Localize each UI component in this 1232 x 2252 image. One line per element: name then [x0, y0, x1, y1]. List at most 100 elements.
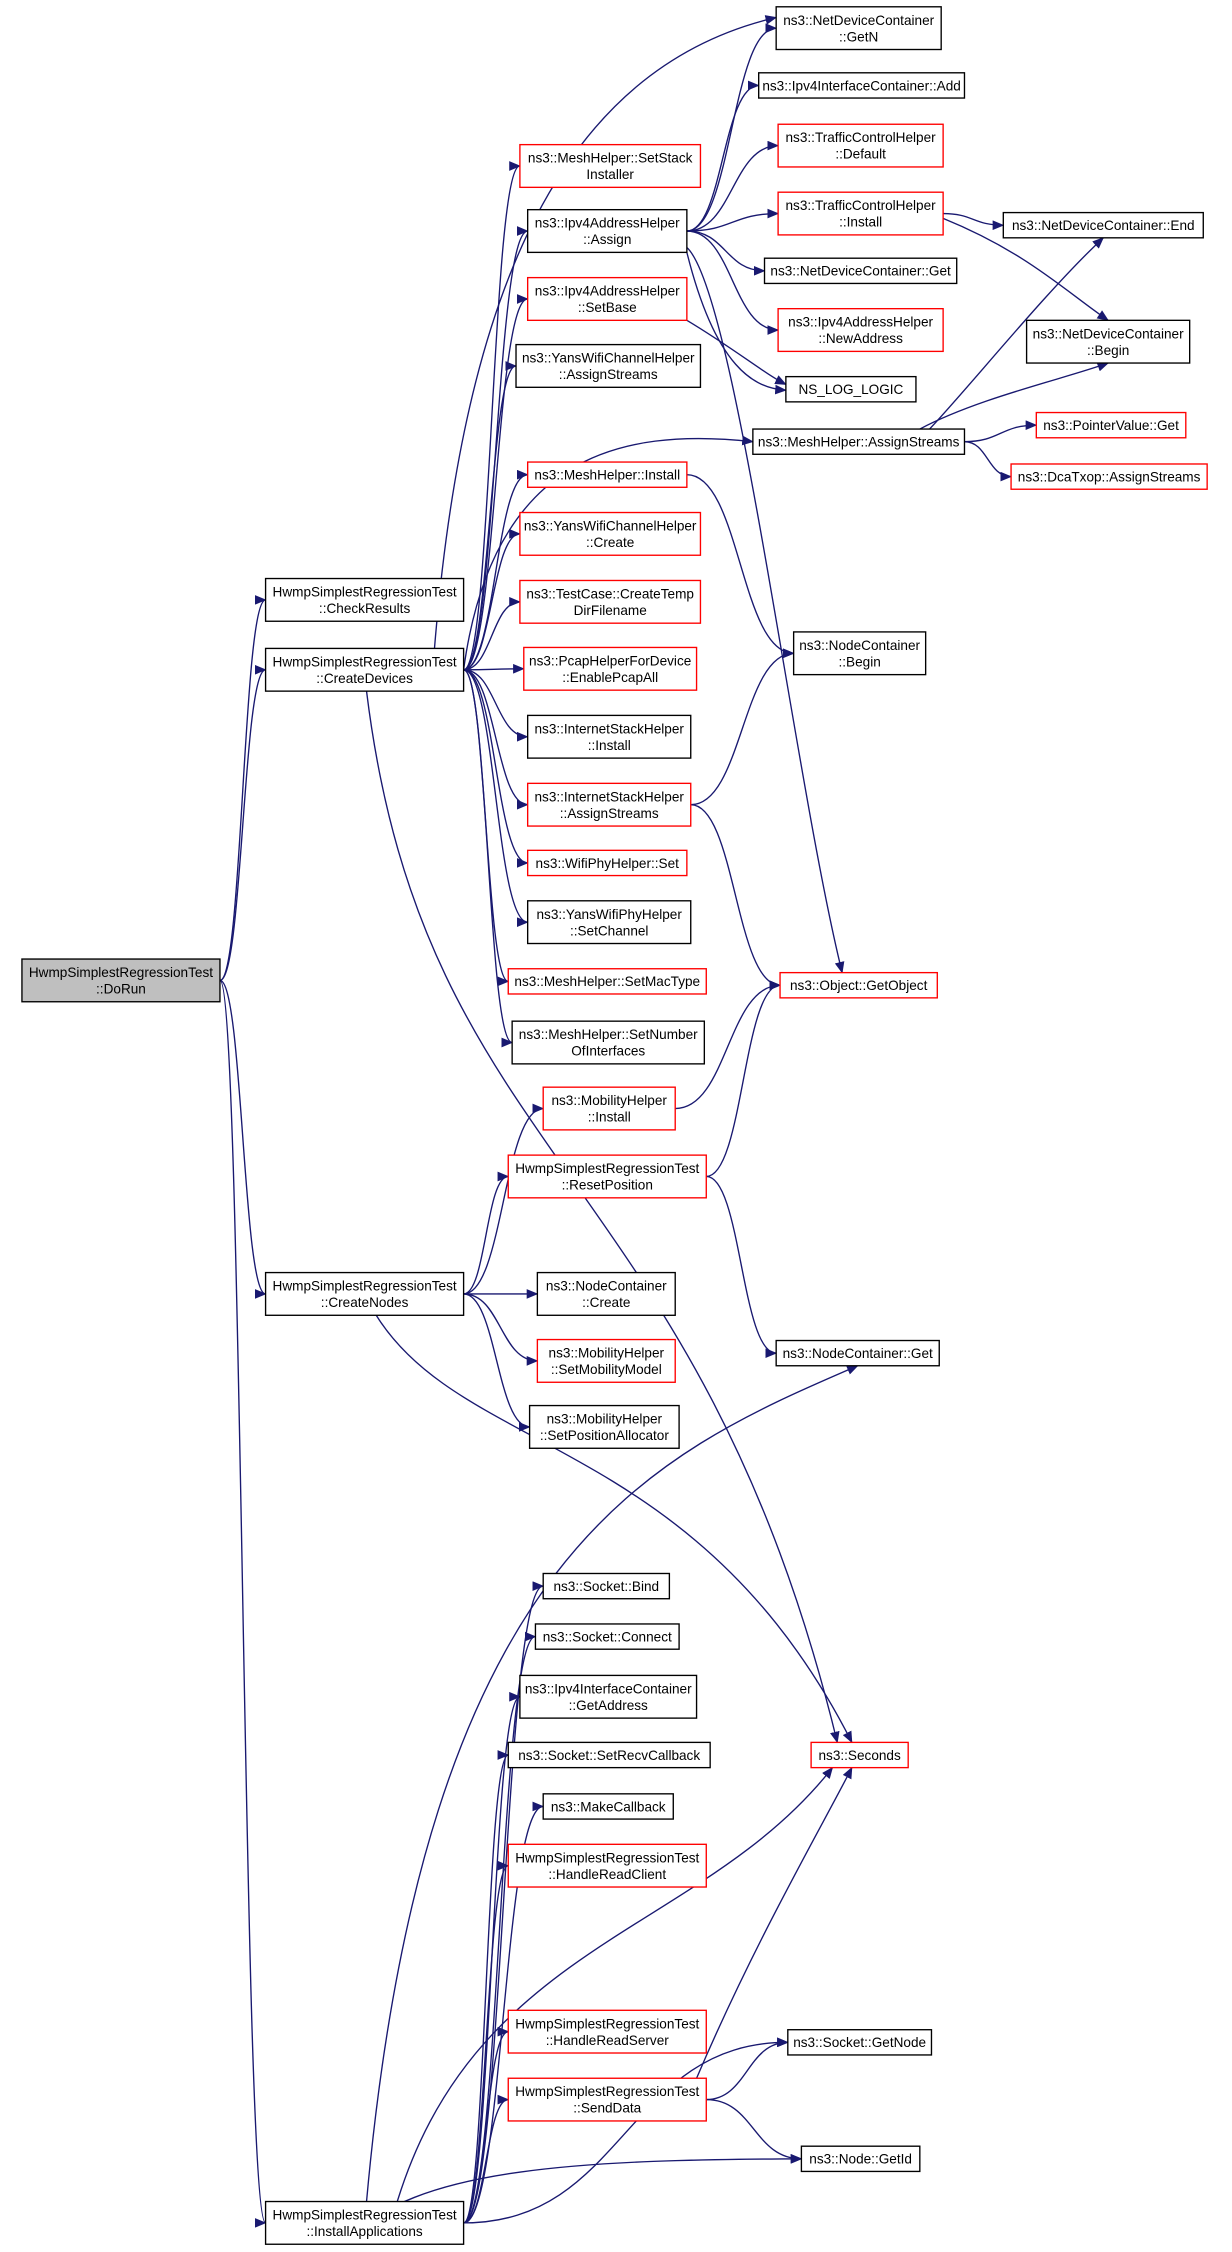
node-ncget[interactable]: ns3::NodeContainer::Get — [775, 1339, 940, 1367]
node-getobject[interactable]: ns3::Object::GetObject — [779, 971, 938, 999]
node-label: Installer — [586, 167, 634, 182]
node-resetpos[interactable]: HwmpSimplestRegressionTest::ResetPositio… — [507, 1154, 707, 1199]
node-box — [515, 343, 702, 388]
node-label: ns3::NetDeviceContainer — [783, 13, 934, 28]
node-box — [507, 968, 707, 995]
node-yanschanstreams[interactable]: ns3::YansWifiChannelHelper::AssignStream… — [515, 343, 702, 388]
node-box — [21, 958, 221, 1003]
node-label: ::CheckResults — [319, 601, 411, 616]
node-yansphychan[interactable]: ns3::YansWifiPhyHelper::SetChannel — [526, 900, 692, 945]
node-dorun[interactable]: HwmpSimplestRegressionTest::DoRun — [21, 958, 221, 1003]
node-label: ns3::WifiPhyHelper::Set — [536, 856, 680, 871]
node-seconds[interactable]: ns3::Seconds — [810, 1741, 909, 1769]
node-label: ns3::MeshHelper::SetStack — [528, 151, 693, 166]
node-ipv4icadd[interactable]: ns3::Ipv4InterfaceContainer::Add — [758, 72, 966, 99]
node-box — [542, 1086, 676, 1131]
node-sockrecvcb[interactable]: ns3::Socket::SetRecvCallback — [507, 1741, 711, 1769]
node-ndcgetn[interactable]: ns3::NetDeviceContainer::GetN — [775, 6, 942, 51]
node-label: ::CreateDevices — [316, 671, 413, 686]
node-tchdefault[interactable]: ns3::TrafficControlHelper::Default — [777, 123, 944, 168]
node-box — [526, 461, 688, 488]
node-dcastreams[interactable]: ns3::DcaTxop::AssignStreams — [1010, 463, 1208, 490]
node-newaddr[interactable]: ns3::Ipv4AddressHelper::NewAddress — [777, 307, 944, 353]
node-checkresults[interactable]: HwmpSimplestRegressionTest::CheckResults — [264, 577, 465, 622]
node-sockgetnode[interactable]: ns3::Socket::GetNode — [787, 2029, 933, 2056]
node-box — [526, 900, 692, 945]
node-label: ns3::MeshHelper::SetMacType — [514, 974, 700, 989]
node-label: ::SetChannel — [570, 923, 649, 938]
node-wifiphyset[interactable]: ns3::WifiPhyHelper::Set — [526, 849, 688, 877]
node-ndcend[interactable]: ns3::NetDeviceContainer::End — [1002, 211, 1204, 239]
node-sockbind[interactable]: ns3::Socket::Bind — [542, 1572, 671, 1600]
node-label: ::AssignStreams — [560, 806, 659, 821]
edge-senddata-to-nodegetid — [706, 2098, 803, 2164]
node-sockconnect[interactable]: ns3::Socket::Connect — [534, 1623, 680, 1650]
edge-createnodes-to-resetpos — [463, 1171, 510, 1295]
node-box — [536, 1271, 676, 1316]
node-label: ns3::Seconds — [819, 1748, 901, 1763]
node-createdevices[interactable]: HwmpSimplestRegressionTest::CreateDevice… — [264, 647, 465, 692]
node-meshmactype[interactable]: ns3::MeshHelper::SetMacType — [507, 968, 707, 995]
node-tchinstall[interactable]: ns3::TrafficControlHelper::Install — [777, 191, 944, 236]
edge-createdevices-to-meshinstall — [463, 469, 529, 671]
node-ipv4setbase[interactable]: ns3::Ipv4AddressHelper::SetBase — [526, 276, 688, 322]
node-label: ::DoRun — [96, 982, 146, 997]
edge-installapps-to-seconds — [385, 1766, 834, 2245]
node-label: ::GetAddress — [569, 1698, 648, 1713]
node-label: ns3::NetDeviceContainer::End — [1012, 218, 1195, 233]
node-label: ::Create — [582, 1295, 630, 1310]
node-senddata[interactable]: HwmpSimplestRegressionTest::SendData — [507, 2077, 707, 2122]
node-installapps[interactable]: HwmpSimplestRegressionTest::InstallAppli… — [264, 2200, 465, 2245]
edge-createdevices-to-yanschanstreams — [463, 361, 517, 671]
edge-ipv4assign-to-getobject — [686, 247, 845, 974]
edge-createdevices-to-inetstreams — [463, 669, 529, 810]
node-inetinstall[interactable]: ns3::InternetStackHelper::Install — [526, 714, 692, 759]
node-label: ::GetN — [839, 29, 878, 44]
node-label: ns3::InternetStackHelper — [534, 721, 684, 736]
node-box — [519, 1674, 698, 1719]
node-createnodes[interactable]: HwmpSimplestRegressionTest::CreateNodes — [264, 1271, 465, 1316]
node-pcapall[interactable]: ns3::PcapHelperForDevice::EnablePcapAll — [523, 646, 698, 691]
node-box — [536, 1338, 676, 1383]
node-ncbegin[interactable]: ns3::NodeContainer::Begin — [792, 631, 927, 676]
edge-createnodes-to-mobsetmodel — [463, 1293, 539, 1366]
node-mobsetmodel[interactable]: ns3::MobilityHelper::SetMobilityModel — [536, 1338, 676, 1383]
node-box — [507, 2077, 707, 2122]
node-ndcbegin[interactable]: ns3::NetDeviceContainer::Begin — [1025, 319, 1191, 364]
node-makecb[interactable]: ns3::MakeCallback — [542, 1793, 674, 1820]
node-label: ns3::MobilityHelper — [551, 1093, 667, 1108]
node-label: ::SetMobilityModel — [551, 1362, 662, 1377]
node-ndcget[interactable]: ns3::NetDeviceContainer::Get — [763, 257, 958, 285]
node-nslog[interactable]: NS_LOG_LOGIC — [785, 375, 917, 403]
node-label: ns3::InternetStackHelper — [534, 789, 684, 804]
node-label: ns3::NodeContainer::Get — [783, 1346, 933, 1361]
node-meshstreams[interactable]: ns3::MeshHelper::AssignStreams — [752, 428, 966, 455]
node-label: ::AssignStreams — [559, 367, 658, 382]
edge-createdevices-to-inetinstall — [463, 669, 529, 742]
node-yanschancreate[interactable]: ns3::YansWifiChannelHelper::Create — [519, 511, 702, 556]
node-label: ns3::Ipv4AddressHelper — [535, 284, 680, 299]
node-box — [264, 647, 465, 692]
node-nodegetid[interactable]: ns3::Node::GetId — [800, 2145, 921, 2173]
node-readserver[interactable]: HwmpSimplestRegressionTest::HandleReadSe… — [507, 2009, 707, 2054]
node-ipv4assign[interactable]: ns3::Ipv4AddressHelper::Assign — [526, 208, 688, 254]
node-label: ns3::Socket::Connect — [543, 1629, 672, 1644]
edge-meshstreams-to-ndcbegin — [919, 362, 1110, 430]
call-edges — [219, 15, 1110, 2245]
node-box — [519, 579, 702, 624]
node-ncreate[interactable]: ns3::NodeContainer::Create — [536, 1271, 676, 1316]
node-box — [779, 971, 938, 999]
node-mobinstall[interactable]: ns3::MobilityHelper::Install — [542, 1086, 676, 1131]
node-ipv4icgetaddr[interactable]: ns3::Ipv4InterfaceContainer::GetAddress — [519, 1674, 698, 1719]
edge-installapps-to-readclient — [462, 1860, 510, 2224]
node-inetstreams[interactable]: ns3::InternetStackHelper::AssignStreams — [526, 782, 692, 827]
node-label: ::Install — [588, 1110, 631, 1125]
node-ptrget[interactable]: ns3::PointerValue::Get — [1035, 411, 1187, 439]
node-meshinstall[interactable]: ns3::MeshHelper::Install — [526, 461, 688, 488]
node-readclient[interactable]: HwmpSimplestRegressionTest::HandleReadCl… — [507, 1843, 707, 1888]
edge-installapps-to-ncget — [365, 1365, 859, 2202]
node-mobsetalloc[interactable]: ns3::MobilityHelper::SetPositionAllocato… — [528, 1404, 680, 1449]
